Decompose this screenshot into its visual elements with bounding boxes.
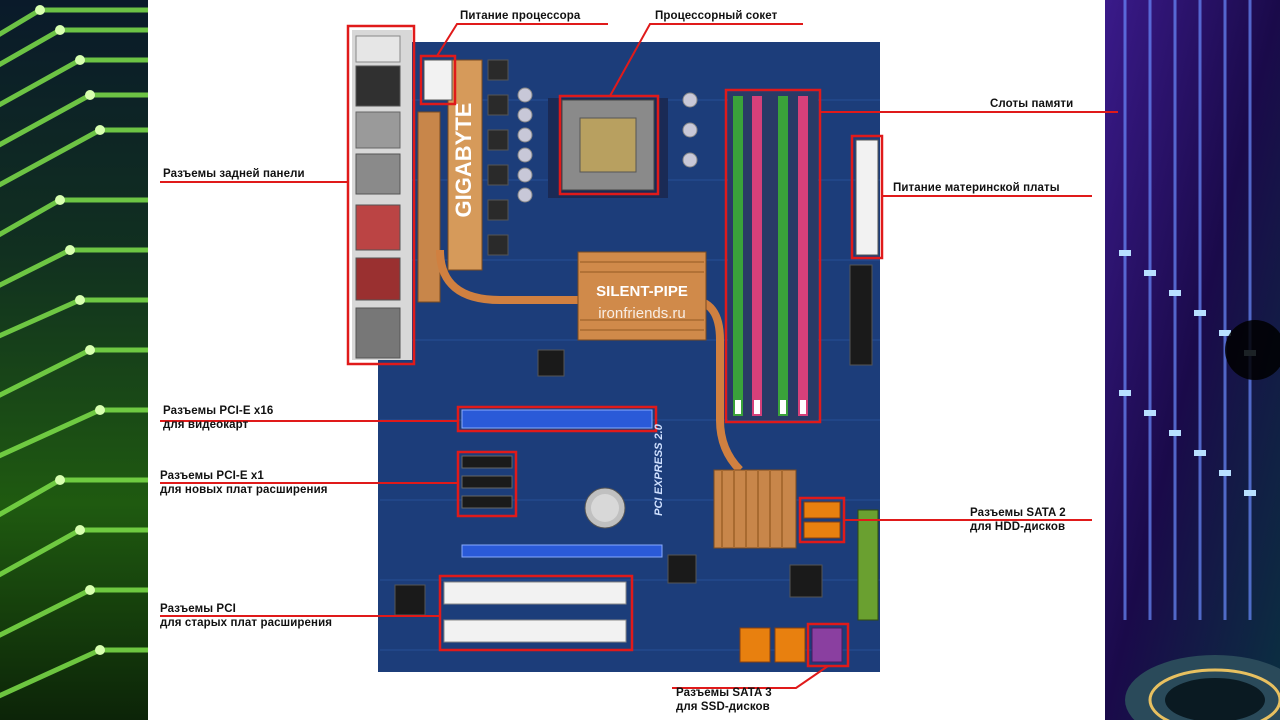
cpu-socket-highlight [558,94,660,196]
chipset-heatsink [577,251,707,341]
memory-slots-highlight [724,88,822,424]
cpu-power-connector [423,59,453,101]
label-pci: Разъемы PCI для старых плат расширения [160,602,332,630]
label-sata3-line2: для SSD-дисков [676,701,770,713]
label-board-power: Питание материнской платы [893,182,1060,194]
vrm-heatsink [417,111,441,303]
label-pcie-x16-line2: для видеокарт [163,419,249,431]
label-sata2: Разъемы SATA 2 для HDD-дисков [970,506,1066,534]
sata3-ports [739,627,843,663]
label-pci-line2: для старых плат расширения [160,617,333,629]
southbridge-heatsink [713,469,797,549]
label-rear-panel: Разъемы задней панели [163,168,305,180]
label-sata3-line1: Разъемы SATA 3 [676,687,772,699]
left-circuit-photo [0,0,148,720]
label-sata2-line2: для HDD-дисков [970,521,1066,533]
pci-express-text: PCI EXPRESS 2.0 [653,423,665,516]
label-memory-slots: Слоты памяти [990,98,1074,110]
label-sata3: Разъемы SATA 3 для SSD-дисков [676,686,772,714]
rear-panel-highlight [346,24,416,366]
memory-slots [728,92,818,420]
label-cpu-power: Питание процессора [460,10,581,22]
chokes [487,59,509,256]
label-pcie-x1: Разъемы PCI-E x1 для новых плат расширен… [160,469,328,497]
label-sata2-line1: Разъемы SATA 2 [970,507,1066,519]
pcie-x16-highlight [456,405,658,433]
rear-io-ports [352,30,412,360]
right-circuit-photo [1105,0,1280,720]
brand-text: GIGABYTE [451,103,476,218]
leader-lines [160,23,1118,689]
label-pci-line1: Разъемы PCI [160,603,236,615]
watermark-text: ironfriends.ru [598,305,686,322]
capacitors [517,87,698,203]
gigabyte-heatsink [447,59,483,271]
label-cpu-socket: Процессорный сокет [655,10,778,22]
label-pcie-x1-line1: Разъемы PCI-E x1 [160,470,264,482]
label-pcie-x1-line2: для новых плат расширения [160,484,328,496]
sata2-ports [803,501,841,539]
board-power-connector [855,139,879,256]
heat-pipe [436,249,743,473]
label-pcie-x16-line1: Разъемы PCI-E x16 [163,405,274,417]
pcie-x16-slot-1 [461,409,653,429]
label-pcie-x16: Разъемы PCI-E x16 для видеокарт [163,404,273,432]
pci-slots [443,581,627,643]
pci-highlight [438,574,634,652]
pcie-x1-slots [461,455,513,509]
pcie-x16-slot-2 [461,544,663,558]
heatsink-brand-text: SILENT-PIPE [596,283,688,300]
